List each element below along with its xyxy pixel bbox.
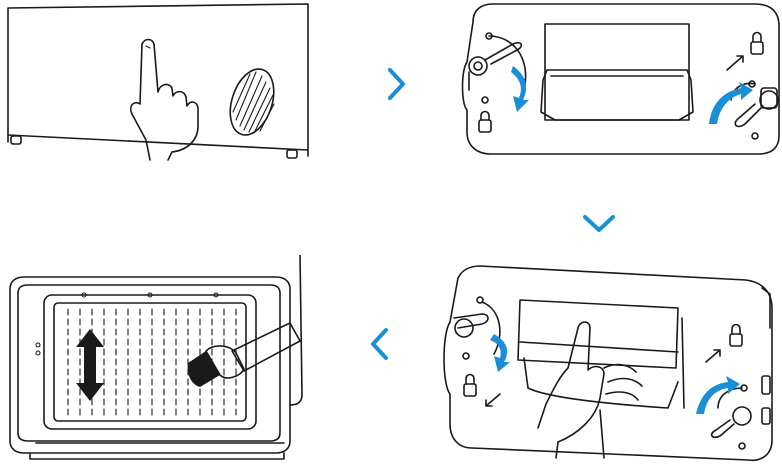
step-2-unlock-latches	[455, 0, 782, 160]
chevron-right-icon	[386, 66, 408, 102]
chevron-down-icon	[581, 213, 617, 235]
step-1-press-panel	[0, 0, 320, 170]
step-3-open-cover	[428, 258, 782, 464]
chevron-left-icon	[369, 326, 391, 362]
open-cover-hand-icon	[428, 258, 782, 464]
brush-filter-clean-icon	[0, 255, 320, 464]
step-4-brush-filter	[0, 255, 320, 464]
press-panel-hand-icon	[0, 0, 320, 170]
rotate-latches-unlock-icon	[455, 0, 782, 160]
